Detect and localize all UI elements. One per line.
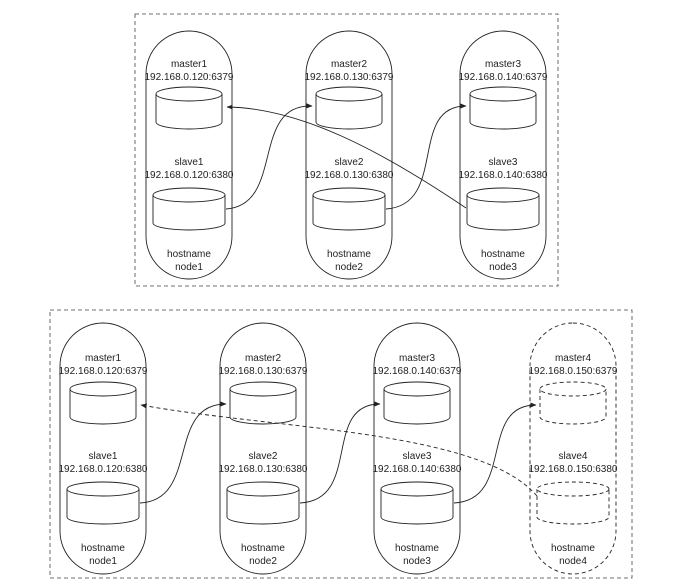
master-address: 192.168.0.120:6379 <box>59 366 148 377</box>
hostname-value: node3 <box>489 262 517 273</box>
slave-db-cylinder <box>466 187 540 231</box>
replication-arrow-slave1-to-master2 <box>139 401 227 504</box>
master-address: 192.168.0.130:6379 <box>219 366 308 377</box>
hostname-value: node3 <box>403 556 431 567</box>
slave-address: 192.168.0.150:6380 <box>529 464 618 475</box>
hostname-value: node2 <box>249 556 277 567</box>
bottom-node4-host: master4 192.168.0.150:6379 slave4 192.16… <box>529 322 618 575</box>
bottom-node3-host: master3 192.168.0.140:6379 slave3 192.16… <box>373 322 462 575</box>
bottom-cluster-frame <box>49 309 633 579</box>
bottom-node2-host: master2 192.168.0.130:6379 slave2 192.16… <box>219 322 308 575</box>
slave-address: 192.168.0.120:6380 <box>59 464 148 475</box>
slave-name: slave4 <box>559 451 588 462</box>
master-db-cylinder <box>383 381 451 425</box>
replication-arrow-slave2-to-master3 <box>385 103 467 210</box>
top-cluster: master1 192.168.0.120:6379 slave1 192.16… <box>134 13 559 287</box>
master-address: 192.168.0.120:6379 <box>145 72 234 83</box>
hostname-label: hostname <box>241 543 285 554</box>
master-address: 192.168.0.150:6379 <box>529 366 618 377</box>
top-node2-host: master2 192.168.0.130:6379 slave2 192.16… <box>305 30 394 280</box>
bottom-cluster: master1 192.168.0.120:6379 slave1 192.16… <box>49 309 633 579</box>
hostname-value: node1 <box>175 262 203 273</box>
slave-name: slave3 <box>403 451 432 462</box>
slave-db-cylinder-dashed <box>536 481 610 525</box>
master-address: 192.168.0.140:6379 <box>459 72 548 83</box>
master-db-cylinder <box>315 86 383 130</box>
hostname-label: hostname <box>81 543 125 554</box>
master-db-cylinder <box>155 86 223 130</box>
master-name: master2 <box>245 353 282 364</box>
master-address: 192.168.0.140:6379 <box>373 366 462 377</box>
slave-address: 192.168.0.140:6380 <box>373 464 462 475</box>
slave-name: slave2 <box>335 157 364 168</box>
hostname-label: hostname <box>327 249 371 260</box>
master-name: master1 <box>85 353 122 364</box>
replication-arrow-slave1-to-master2 <box>225 103 313 210</box>
replication-arrow-slave3-to-master4 <box>453 402 537 504</box>
master-db-cylinder-dashed <box>539 381 607 425</box>
replication-arrow-slave4-to-master1-dashed <box>140 403 538 497</box>
master-name: master3 <box>399 353 436 364</box>
replication-arrow-slave2-to-master3 <box>299 401 381 504</box>
hostname-label: hostname <box>481 249 525 260</box>
hostname-value: node1 <box>89 556 117 567</box>
slave-db-cylinder <box>380 481 454 525</box>
slave-name: slave2 <box>249 451 278 462</box>
slave-name: slave1 <box>175 157 204 168</box>
hostname-label: hostname <box>551 543 595 554</box>
master-address: 192.168.0.130:6379 <box>305 72 394 83</box>
hostname-value: node2 <box>335 262 363 273</box>
top-node1-host: master1 192.168.0.120:6379 slave1 192.16… <box>145 30 234 280</box>
slave-address: 192.168.0.140:6380 <box>459 170 548 181</box>
slave-address: 192.168.0.130:6380 <box>305 170 394 181</box>
slave-db-cylinder <box>226 481 300 525</box>
slave-address: 192.168.0.120:6380 <box>145 170 234 181</box>
hostname-label: hostname <box>395 543 439 554</box>
master-name: master2 <box>331 59 368 70</box>
bottom-node1-host: master1 192.168.0.120:6379 slave1 192.16… <box>59 322 148 575</box>
slave-address: 192.168.0.130:6380 <box>219 464 308 475</box>
master-db-cylinder <box>229 381 297 425</box>
slave-db-cylinder <box>66 481 140 525</box>
hostname-value: node4 <box>559 556 587 567</box>
slave-db-cylinder <box>152 187 226 231</box>
slave-name: slave1 <box>89 451 118 462</box>
master-db-cylinder <box>469 86 537 130</box>
hostname-label: hostname <box>167 249 211 260</box>
replication-arrow-slave3-to-master1 <box>226 104 467 209</box>
master-name: master3 <box>485 59 522 70</box>
slave-name: slave3 <box>489 157 518 168</box>
master-name: master1 <box>171 59 208 70</box>
slave-db-cylinder <box>312 187 386 231</box>
top-node3-host: master3 192.168.0.140:6379 slave3 192.16… <box>459 30 548 280</box>
master-name: master4 <box>555 353 592 364</box>
top-cluster-frame <box>134 13 559 287</box>
master-db-cylinder <box>69 381 137 425</box>
